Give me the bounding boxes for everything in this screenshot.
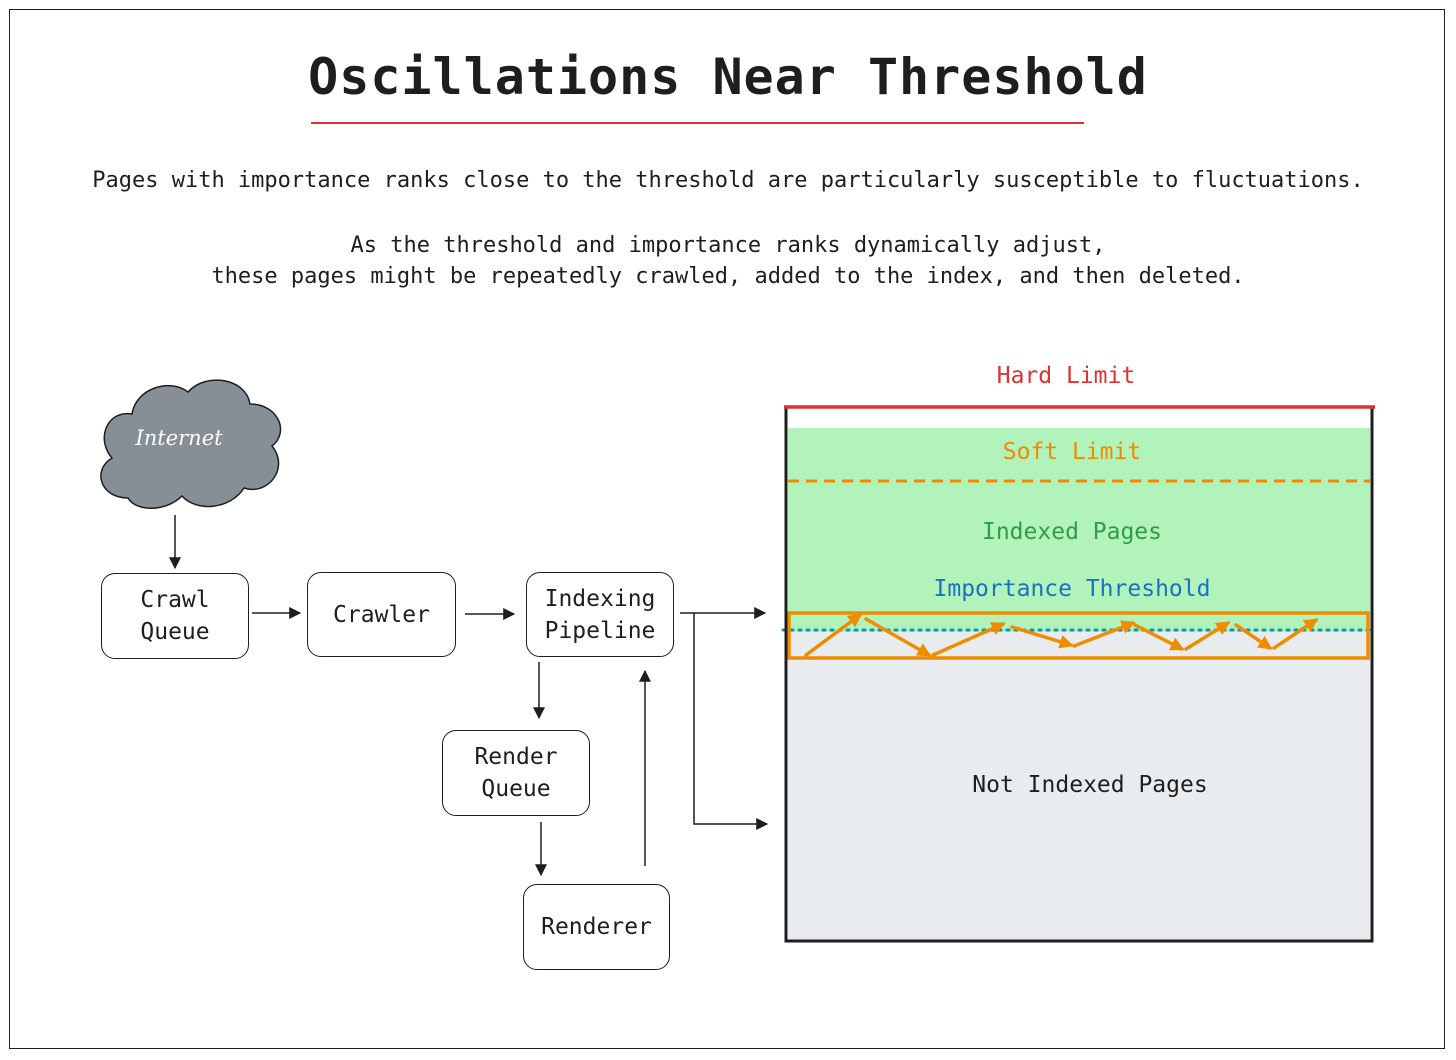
importance-threshold-label: Importance Threshold [933,576,1211,602]
page-title: Oscillations Near Threshold [308,48,1148,106]
description-line-3: these pages might be repeatedly crawled,… [211,264,1245,289]
soft-limit-label: Soft Limit [1002,439,1142,465]
flow-arrows [169,515,769,877]
internet-label: Internet [135,426,223,450]
indexing-pipeline-node: Indexing Pipeline [526,572,674,657]
renderer-node: Renderer [523,884,670,970]
diagram-frame [9,9,1445,1049]
title-underline [311,122,1084,124]
internet-cloud-icon [100,379,282,509]
description-line-2: As the threshold and importance ranks dy… [350,233,1106,258]
indexed-pages-label: Indexed Pages [981,519,1162,545]
not-indexed-pages-label: Not Indexed Pages [972,772,1208,798]
oscillation-arrows [804,613,1319,657]
index-box-border [784,408,1374,943]
crawl-queue-node: Crawl Queue [101,573,249,659]
not-indexed-region [788,632,1370,940]
arrow-pipeline-to-not-indexed [693,613,769,830]
description-line-1: Pages with importance ranks close to the… [92,168,1364,193]
render-queue-node: Render Queue [442,730,590,816]
hard-limit-label: Hard Limit [996,363,1136,389]
crawler-node: Crawler [307,572,456,657]
indexed-region [788,428,1370,632]
oscillation-band [787,611,1370,660]
